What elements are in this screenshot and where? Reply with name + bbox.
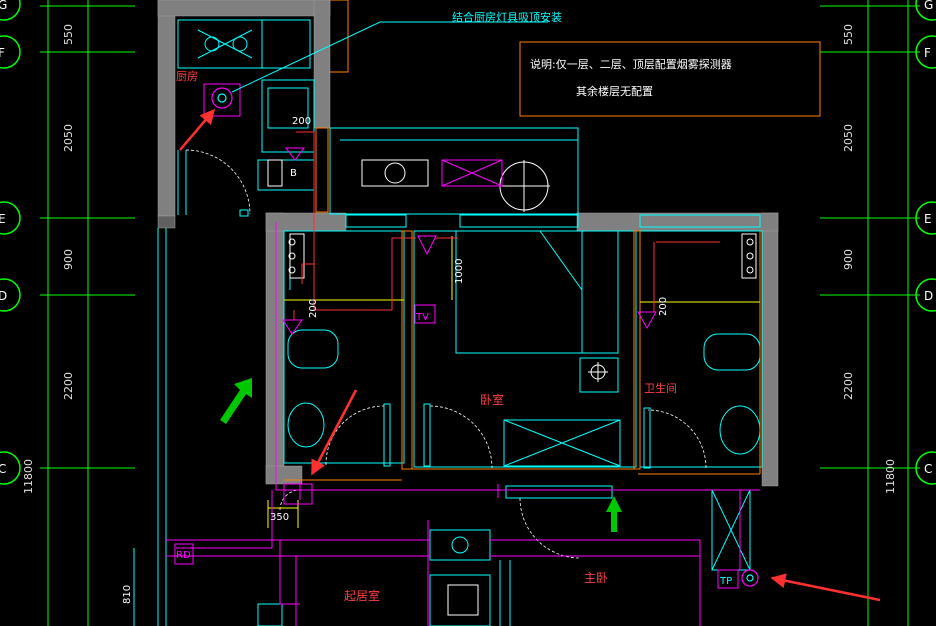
axis-label-right-g: G xyxy=(924,0,933,12)
dim-right-2200: 2200 xyxy=(842,372,855,400)
leader-line xyxy=(231,21,548,93)
dim-left-2050: 2050 xyxy=(62,124,75,152)
note-line-2: 其余楼层无配置 xyxy=(576,84,653,98)
axis-label-left-c: C xyxy=(0,462,6,476)
door-swings xyxy=(185,149,707,559)
cyan-linework xyxy=(133,19,763,626)
room-label-living-room: 起居室 xyxy=(344,588,380,603)
dim-200-c: 200 xyxy=(658,297,669,316)
axis-label-left-g: G xyxy=(0,0,7,12)
right-dimension-column xyxy=(820,0,920,626)
yellow-dimensions xyxy=(267,236,760,528)
room-label-bathroom: 卫生间 xyxy=(644,381,677,395)
red-pipes xyxy=(293,131,720,320)
axis-label-left-d: D xyxy=(0,289,7,303)
room-label-bedroom: 卧室 xyxy=(480,392,504,407)
dim-left-11800: 11800 xyxy=(22,459,35,494)
dim-left-550: 550 xyxy=(62,24,75,45)
dim-right-11800: 11800 xyxy=(884,459,897,494)
axis-label-right-c: C xyxy=(924,462,932,476)
axis-label-right-e: E xyxy=(924,212,932,226)
dim-810: 810 xyxy=(122,585,133,604)
axis-label-left-e: E xyxy=(0,212,6,226)
left-dimension-column xyxy=(40,0,135,626)
room-label-kitchen: 厨房 xyxy=(176,70,198,83)
device-label-b: B xyxy=(290,168,297,179)
dim-left-900: 900 xyxy=(62,249,75,270)
right-axis-bubbles xyxy=(915,0,936,485)
smoke-detectors xyxy=(211,87,759,587)
walls xyxy=(157,0,779,487)
dim-right-550: 550 xyxy=(842,24,855,45)
dim-1000: 1000 xyxy=(454,259,465,284)
dim-350: 350 xyxy=(270,512,289,523)
magenta-wiring xyxy=(166,83,760,626)
dim-right-2050: 2050 xyxy=(842,124,855,152)
white-fixtures xyxy=(267,159,757,616)
dim-left-2200: 2200 xyxy=(62,372,75,400)
device-label-tp: TP xyxy=(719,576,732,587)
axis-label-left-f: F xyxy=(0,46,5,60)
green-arrows xyxy=(220,378,622,532)
red-highlight-arrows xyxy=(179,108,881,602)
left-axis-bubbles xyxy=(0,0,21,485)
device-label-tv: TV xyxy=(415,312,429,323)
dim-right-900: 900 xyxy=(842,249,855,270)
orange-linework xyxy=(284,0,821,481)
axis-label-right-d: D xyxy=(924,289,933,303)
dim-200-b: 200 xyxy=(308,299,319,318)
device-label-rd: RD xyxy=(176,550,191,561)
note-line-1: 说明:仅一层、二层、顶层配置烟雾探测器 xyxy=(530,57,732,71)
ceiling-note: 结合厨房灯具吸顶安装 xyxy=(452,10,562,24)
door-leaves xyxy=(239,209,651,469)
room-label-master-bedroom: 主卧 xyxy=(584,571,608,585)
dim-200-a: 200 xyxy=(292,116,311,127)
axis-label-right-f: F xyxy=(924,46,931,60)
